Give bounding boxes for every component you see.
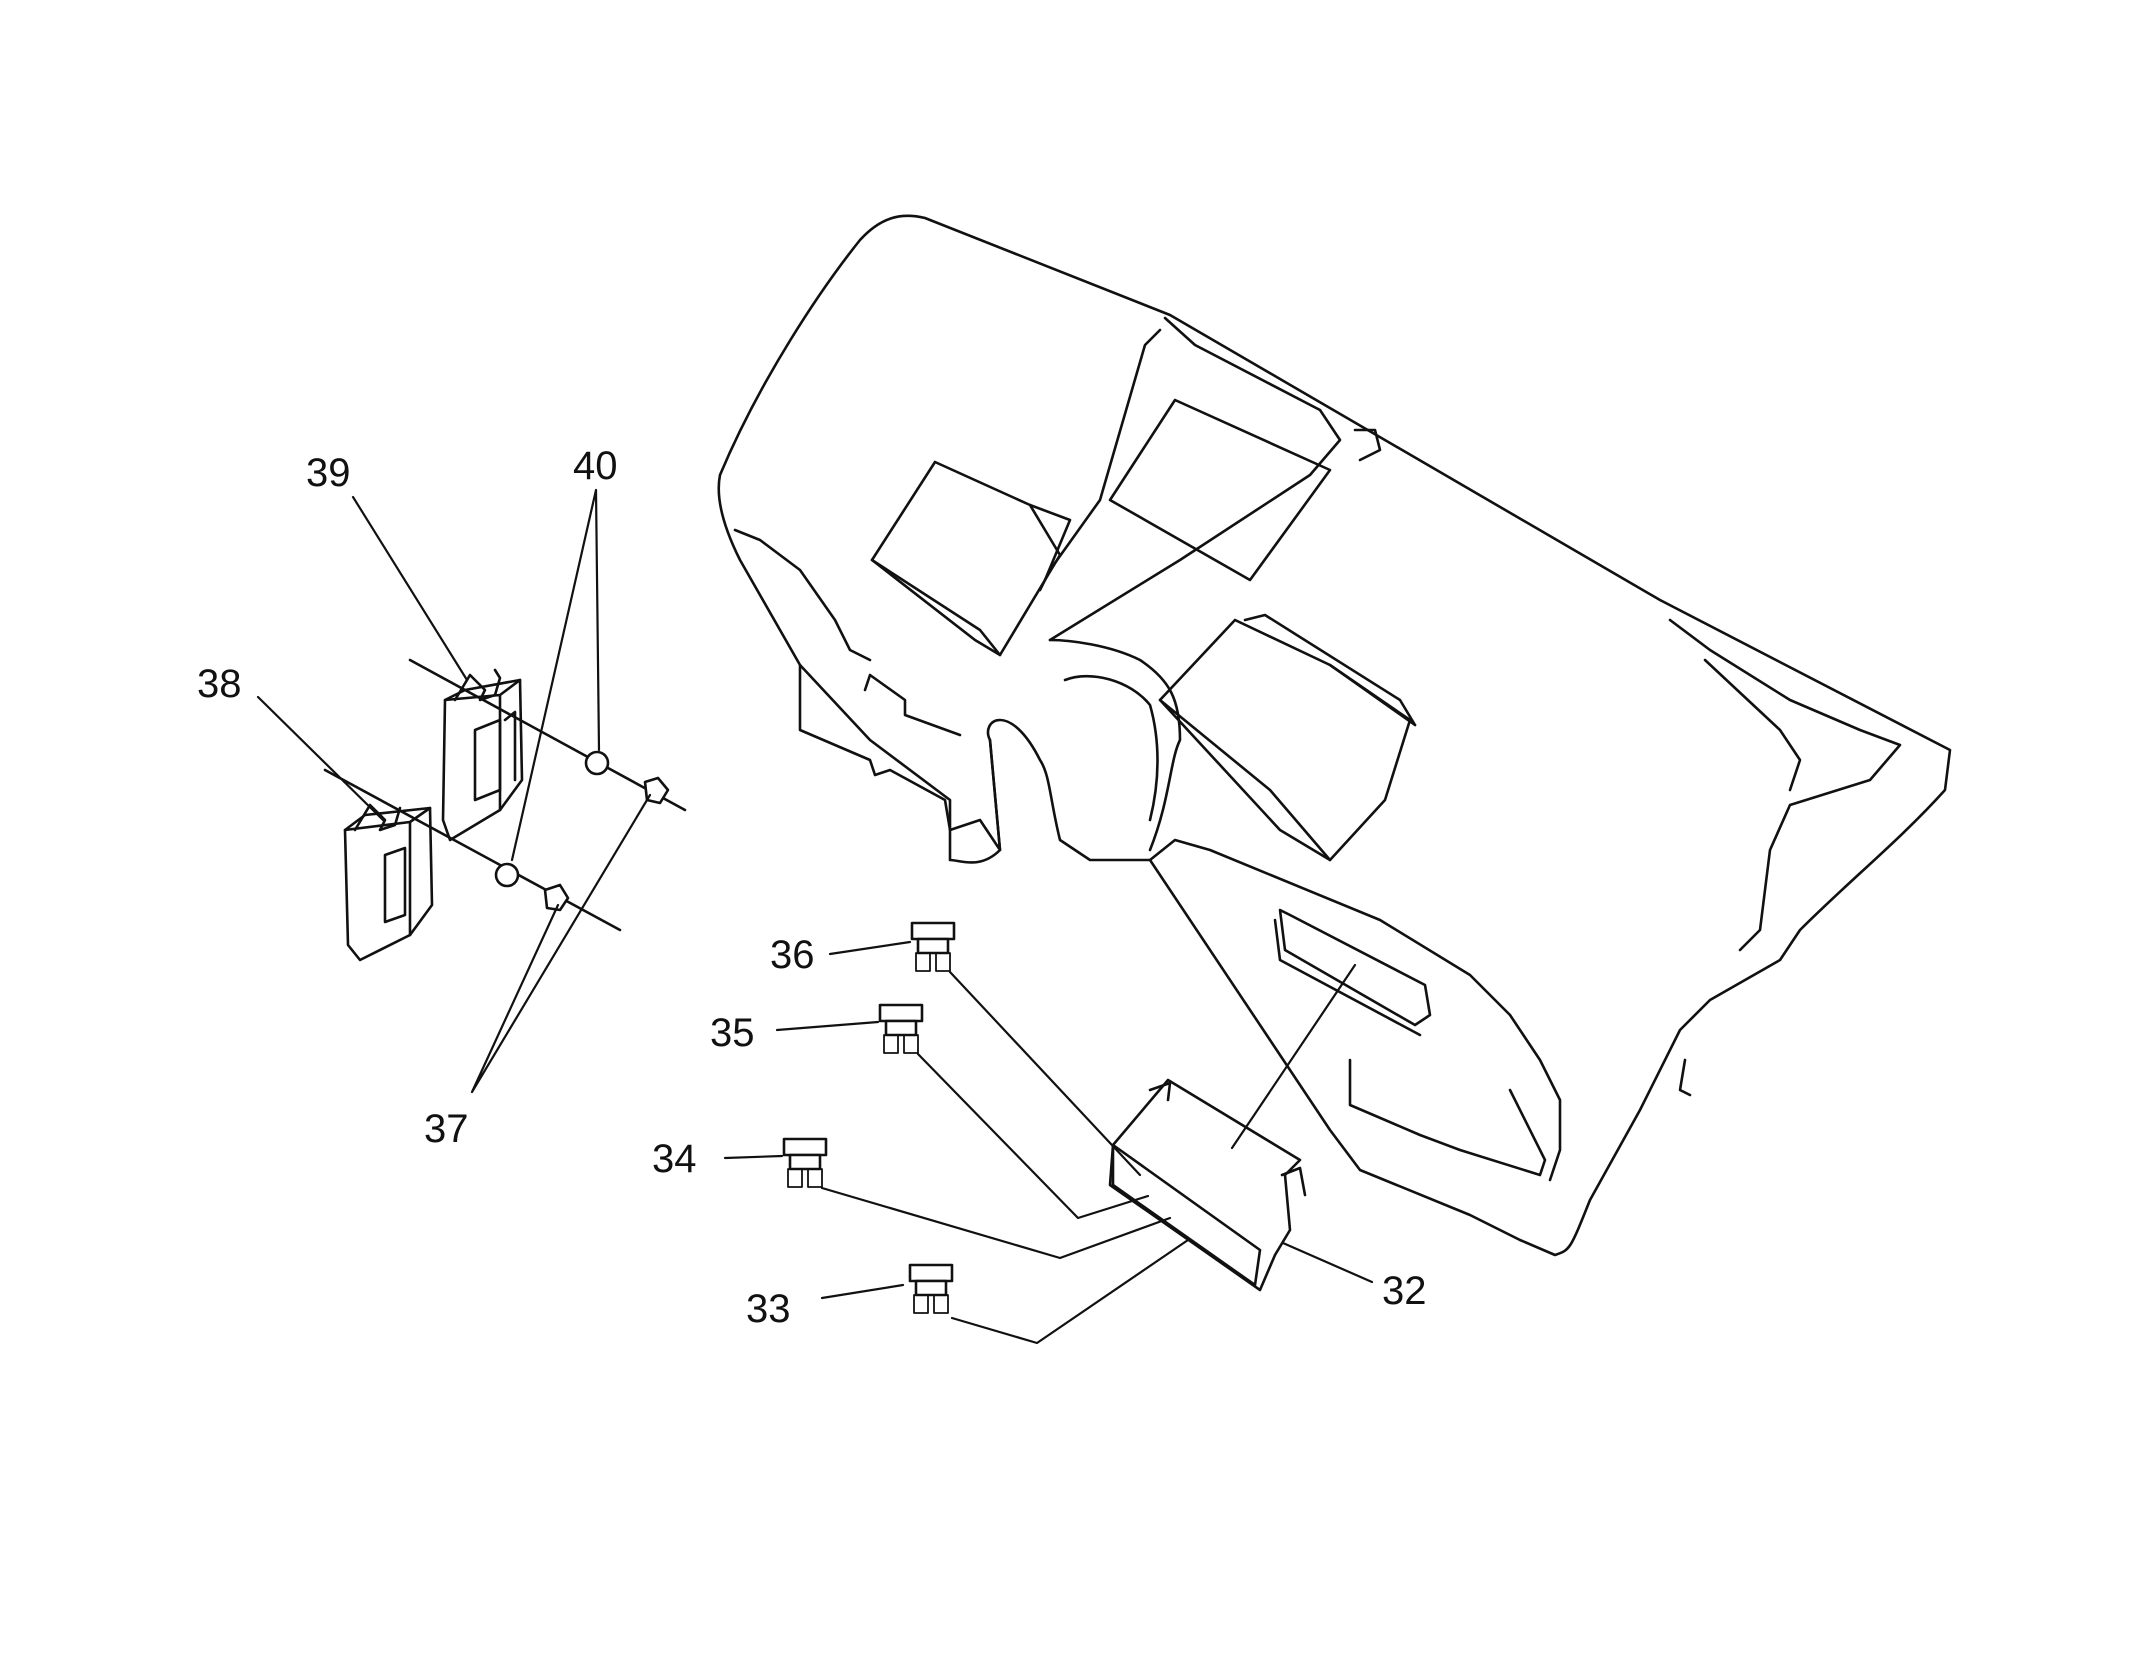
relay-fasteners bbox=[323, 658, 687, 932]
leader-35 bbox=[775, 1020, 880, 1032]
lower-right-face bbox=[1148, 838, 1562, 1182]
leader-lines bbox=[256, 488, 1374, 1345]
left-lower-bracket bbox=[798, 663, 1002, 852]
part-32-trim-plate bbox=[1108, 1078, 1307, 1292]
panel-center-spine bbox=[1048, 316, 1342, 642]
steering-arch bbox=[1048, 638, 1182, 852]
leader-32-radio bbox=[1230, 963, 1357, 1150]
right-gauge-hood-side bbox=[1243, 613, 1417, 727]
panel-center-recess-outline bbox=[1108, 398, 1332, 582]
instrument-panel-assembly bbox=[717, 214, 1952, 1257]
right-gauge-hood-front bbox=[1158, 663, 1417, 862]
leader-33 bbox=[820, 1283, 905, 1300]
left-gauge-hood bbox=[870, 460, 1072, 657]
radio-opening bbox=[1278, 908, 1432, 1027]
left-lower-bracket-slot bbox=[863, 673, 962, 737]
leader-40 bbox=[510, 488, 601, 862]
leader-34 bbox=[723, 1154, 784, 1160]
right-end-cap-inner bbox=[1703, 658, 1802, 792]
leader-34-plate bbox=[820, 1186, 1172, 1260]
relay-39-stud-line bbox=[408, 658, 687, 812]
trim-plate-outline bbox=[1108, 1078, 1302, 1292]
trim-plate-front bbox=[1111, 1143, 1262, 1287]
nut-40-upper bbox=[584, 750, 610, 776]
leader-35-plate bbox=[916, 1052, 1150, 1220]
left-gauge-hood-front bbox=[870, 503, 1062, 657]
leader-37 bbox=[470, 793, 652, 1094]
leader-39 bbox=[351, 495, 469, 682]
panel-outer-outline bbox=[717, 214, 1952, 1257]
trim-plate-tab-left bbox=[1148, 1081, 1172, 1102]
callout-39: 39 bbox=[306, 451, 351, 495]
leader-32 bbox=[1281, 1241, 1374, 1284]
right-end-cap bbox=[1668, 618, 1902, 952]
radio-opening-inner bbox=[1273, 918, 1422, 1037]
callout-38: 38 bbox=[197, 662, 242, 706]
callout-numbers: 32 33 34 35 36 37 38 39 40 bbox=[197, 444, 1427, 1331]
leader-33-plate bbox=[950, 1238, 1190, 1345]
panel-left-face bbox=[733, 528, 872, 662]
trim-plate-tab-right bbox=[1280, 1166, 1307, 1197]
steering-arch-inner bbox=[1063, 674, 1159, 822]
relay-39 bbox=[441, 668, 524, 842]
leader-38 bbox=[256, 695, 385, 822]
relay-38-stud-line bbox=[323, 768, 622, 932]
leader-36 bbox=[828, 940, 912, 956]
fuse-34 bbox=[782, 1137, 828, 1188]
callout-40: 40 bbox=[573, 444, 618, 488]
panel-notch bbox=[1353, 428, 1382, 462]
clip-37-lower bbox=[543, 883, 570, 912]
nut-40-lower bbox=[494, 862, 520, 888]
callout-37: 37 bbox=[424, 1107, 469, 1151]
fuse-36 bbox=[910, 921, 956, 972]
right-gauge-hood bbox=[1158, 618, 1412, 862]
callout-35: 35 bbox=[710, 1011, 755, 1055]
fuse-35 bbox=[878, 1003, 924, 1054]
clip-37-upper bbox=[643, 776, 670, 805]
leader-36-plate bbox=[948, 970, 1142, 1177]
lower-right-bracket bbox=[1348, 1058, 1547, 1177]
relay-38 bbox=[343, 803, 434, 962]
callout-34: 34 bbox=[652, 1137, 697, 1181]
callout-36: 36 bbox=[770, 933, 815, 977]
fuse-33 bbox=[908, 1263, 954, 1314]
callout-32: 32 bbox=[1382, 1269, 1427, 1313]
right-end-notch bbox=[1678, 1058, 1692, 1097]
callout-33: 33 bbox=[746, 1287, 791, 1331]
